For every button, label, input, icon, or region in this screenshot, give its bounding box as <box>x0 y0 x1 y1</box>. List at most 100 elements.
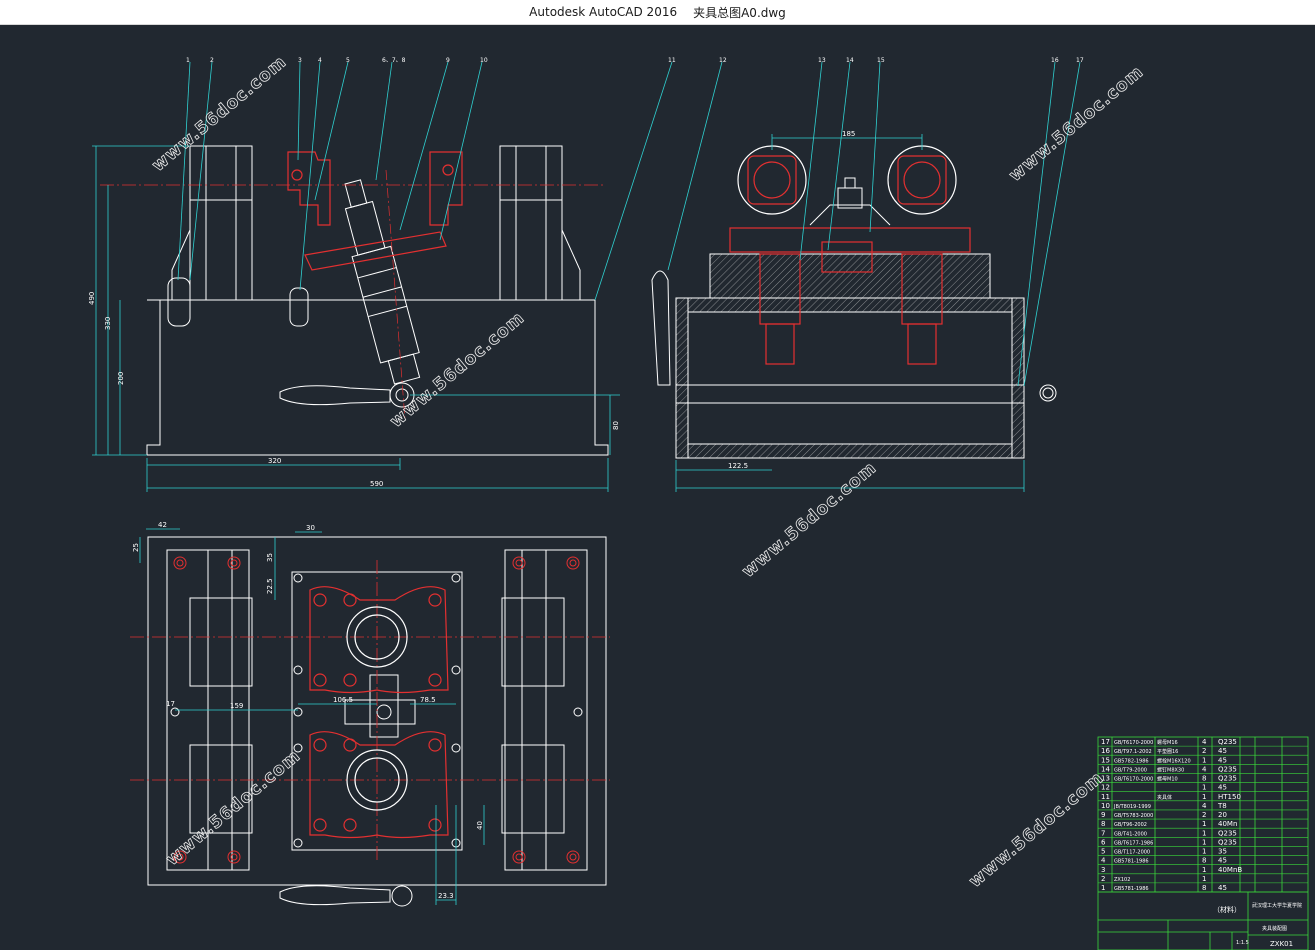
side-lever <box>651 270 671 386</box>
tb-company: 武汉理工大学华夏学院 <box>1252 902 1302 909</box>
dim-40: 40 <box>476 821 484 830</box>
bom-cell-no: 13 <box>1101 775 1110 783</box>
bom-cell-mat: 45 <box>1218 884 1227 892</box>
dim-23-3: 23.3 <box>438 892 454 900</box>
right-support <box>499 145 563 301</box>
leader-12: 12 <box>719 57 727 64</box>
bom-cell-name: 螺母M16 <box>1157 739 1178 746</box>
bom-cell-std: GB5781-1986 <box>1114 886 1149 892</box>
dim-30: 30 <box>306 524 315 532</box>
bom-cell-mat: 40Mn <box>1218 820 1237 828</box>
side-workpiece <box>729 145 971 365</box>
bom-cell-mat: 45 <box>1218 756 1227 764</box>
watermark-6: www.56doc.com <box>965 768 1107 892</box>
bom-cell-no: 9 <box>1101 811 1105 819</box>
drawing-canvas[interactable]: 1 2 3 4 5 6、7、8 9 10 11 12 13 14 15 16 1… <box>0 24 1315 950</box>
bom-cell-mat: Q235 <box>1218 829 1237 837</box>
watermark-4: www.56doc.com <box>738 458 880 582</box>
bom-frame <box>1097 736 1309 950</box>
dim-42: 42 <box>158 521 167 529</box>
bom-cell-qty: 8 <box>1202 857 1206 865</box>
left-support <box>189 145 253 301</box>
bom-cell-std: GB/T6177-1986 <box>1114 840 1153 846</box>
bom-cell-qty: 4 <box>1202 765 1207 773</box>
bom-cell-no: 12 <box>1101 784 1110 792</box>
base-body <box>146 299 609 456</box>
dim-330: 330 <box>104 317 112 330</box>
bom-cell-qty: 1 <box>1202 793 1206 801</box>
bom-cell-mat: 35 <box>1218 848 1227 856</box>
bom-cell-std: GB/T97.1-2002 <box>1114 749 1152 755</box>
bom-cell-no: 1 <box>1101 884 1105 892</box>
bom-cell-qty: 1 <box>1202 866 1206 874</box>
dim-320: 320 <box>268 457 281 465</box>
bom-cell-qty: 1 <box>1202 820 1206 828</box>
bom-cell-std: GB5781-1986 <box>1114 859 1149 865</box>
bom-cell-no: 10 <box>1101 802 1110 810</box>
dim-22-5: 22.5 <box>266 578 274 594</box>
bom-cell-std: JB/T8019-1999 <box>1113 804 1151 810</box>
leader-3: 3 <box>298 57 302 64</box>
leader-15: 15 <box>877 57 885 64</box>
dim-200: 200 <box>117 372 125 385</box>
bom-cell-qty: 4 <box>1202 738 1207 746</box>
app-name: Autodesk AutoCAD 2016 <box>529 5 678 19</box>
dim-159: 159 <box>230 702 243 710</box>
tb-code: ZXK01 <box>1270 940 1293 948</box>
leader-16: 16 <box>1051 57 1059 64</box>
top-view <box>130 536 610 907</box>
dimension-lines <box>92 134 1025 905</box>
dim-490: 490 <box>88 292 96 305</box>
leader-13: 13 <box>818 57 826 64</box>
bom-cell-no: 6 <box>1101 838 1106 846</box>
window-titlebar: Autodesk AutoCAD 2016 夹具总图A0.dwg <box>0 0 1315 25</box>
dim-590: 590 <box>370 480 383 488</box>
left-pin <box>167 277 191 327</box>
bom-cell-mat: Q235 <box>1218 738 1237 746</box>
bom-cell-mat: 40MnB <box>1218 866 1242 874</box>
bom-cell-std: GB/T5783-2000 <box>1114 813 1153 819</box>
bom-cell-qty: 8 <box>1202 775 1206 783</box>
bom-cell-mat: 45 <box>1218 857 1227 865</box>
bom-cell-std: GB/T79-2000 <box>1114 767 1147 773</box>
leader-4: 4 <box>318 57 322 64</box>
clamp-stem <box>351 245 420 364</box>
bom-cell-no: 16 <box>1101 747 1110 755</box>
watermarks: www.56doc.com www.56doc.com www.56doc.co… <box>148 51 1148 892</box>
bom-cell-mat: T8 <box>1217 802 1227 810</box>
leader-5: 5 <box>346 57 350 64</box>
leader-11: 11 <box>668 57 676 64</box>
bom-cell-std: GB/T96-2002 <box>1114 822 1147 828</box>
dim-35: 35 <box>266 553 274 562</box>
leader-1: 1 <box>186 57 190 64</box>
dim-78-5: 78.5 <box>420 696 436 704</box>
watermark-2: www.56doc.com <box>386 308 528 432</box>
side-view <box>651 177 1057 459</box>
bom-cell-name: 夹具体 <box>1157 794 1172 801</box>
bom-cell-no: 11 <box>1101 793 1110 801</box>
dim-25: 25 <box>132 543 140 552</box>
bom-cell-qty: 1 <box>1202 838 1206 846</box>
bom-cell-std: GB/T41-2000 <box>1114 831 1147 837</box>
dim-122-5: 122.5 <box>728 462 748 470</box>
bom-cell-no: 3 <box>1101 866 1105 874</box>
bom-cell-no: 17 <box>1101 738 1110 746</box>
bom-cell-mat: Q235 <box>1218 838 1237 846</box>
bom-cell-mat: 45 <box>1218 784 1227 792</box>
bom-cell-name: 螺钉M8X30 <box>1157 766 1184 773</box>
bom-cell-mat: 45 <box>1218 747 1227 755</box>
tb-material-label: （材料） <box>1213 905 1241 914</box>
bom-cell-std: GB5782-1986 <box>1114 758 1149 764</box>
cad-drawing: 1 2 3 4 5 6、7、8 9 10 11 12 13 14 15 16 1… <box>88 51 1309 950</box>
bom-cell-no: 14 <box>1101 765 1110 773</box>
bom-cell-mat: Q235 <box>1218 765 1237 773</box>
bom-cell-qty: 1 <box>1202 848 1206 856</box>
bom-cell-name: 平垫圈16 <box>1157 748 1178 755</box>
file-name: 夹具总图A0.dwg <box>693 5 786 20</box>
top-plate <box>709 253 991 299</box>
top-base <box>147 536 607 886</box>
bom-cell-mat: HT150 <box>1218 793 1241 801</box>
bom-cell-qty: 8 <box>1202 884 1206 892</box>
leader-10: 10 <box>480 57 488 64</box>
